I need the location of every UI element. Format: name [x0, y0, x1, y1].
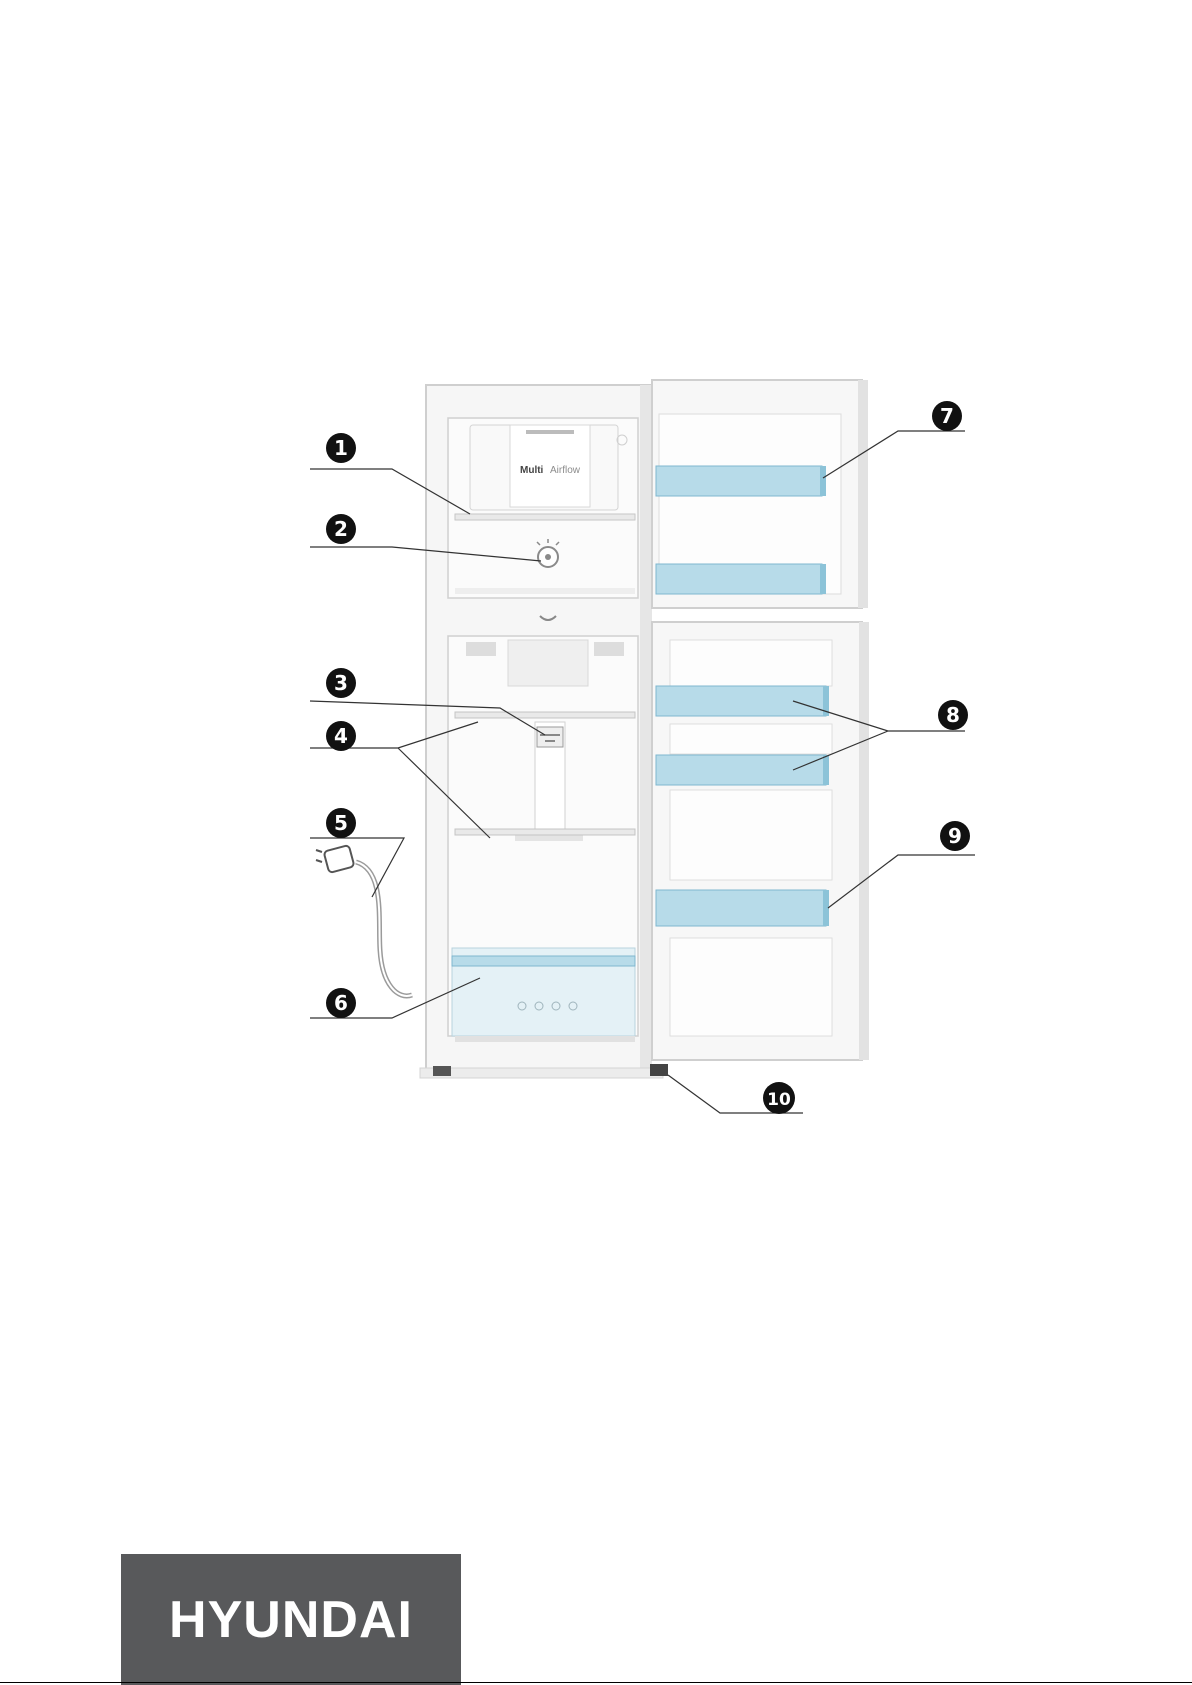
- callout-4: 4: [326, 721, 356, 751]
- fridge-door-bin-middle: [656, 755, 829, 785]
- callout-9: 9: [940, 821, 970, 851]
- callout-3: 3: [326, 668, 356, 698]
- fridge-compartment: [448, 636, 638, 1042]
- callout-number-3: 3: [334, 671, 348, 695]
- multi-label: Multi: [520, 465, 544, 476]
- freezer-door-bin-lower: [656, 564, 826, 594]
- callout-number-8: 8: [946, 703, 960, 727]
- callout-1: 1: [326, 433, 356, 463]
- callout-number-9: 9: [948, 824, 962, 848]
- callout-number-2: 2: [334, 517, 348, 541]
- fridge-shelf-upper: [455, 712, 635, 718]
- logo-text: HYUNDAI: [169, 1590, 413, 1650]
- callout-5: 5: [326, 808, 356, 838]
- right-foot-leveling: [650, 1064, 668, 1076]
- crisper-drawer: [452, 948, 635, 1036]
- callout-number-7: 7: [940, 404, 954, 428]
- airflow-label: Airflow: [550, 465, 581, 476]
- callout-number-10: 10: [767, 1090, 791, 1110]
- left-foot: [433, 1066, 451, 1076]
- callout-number-5: 5: [334, 811, 348, 835]
- fridge-door: [652, 622, 869, 1060]
- hyundai-logo: HYUNDAI: [121, 1554, 461, 1685]
- callout-number-1: 1: [334, 436, 348, 460]
- leader-line-5: [310, 838, 404, 897]
- bottom-rule: [0, 1682, 1192, 1683]
- fridge-door-bin-upper: [656, 686, 829, 716]
- callout-2: 2: [326, 514, 356, 544]
- callout-10: 10: [763, 1082, 795, 1114]
- callout-6: 6: [326, 988, 356, 1018]
- multi-airflow-panel: Multi Airflow: [470, 425, 627, 510]
- fridge-door-bin-bottle: [656, 890, 829, 926]
- power-cord-plug: [316, 845, 412, 996]
- callout-7: 7: [932, 401, 962, 431]
- callout-number-4: 4: [334, 724, 348, 748]
- freezer-shelf: [455, 514, 635, 520]
- callout-8: 8: [938, 700, 968, 730]
- freezer-door: [652, 380, 868, 608]
- callout-number-6: 6: [334, 991, 348, 1015]
- freezer-door-bin-upper: [656, 466, 826, 496]
- freezer-compartment: Multi Airflow: [448, 418, 638, 598]
